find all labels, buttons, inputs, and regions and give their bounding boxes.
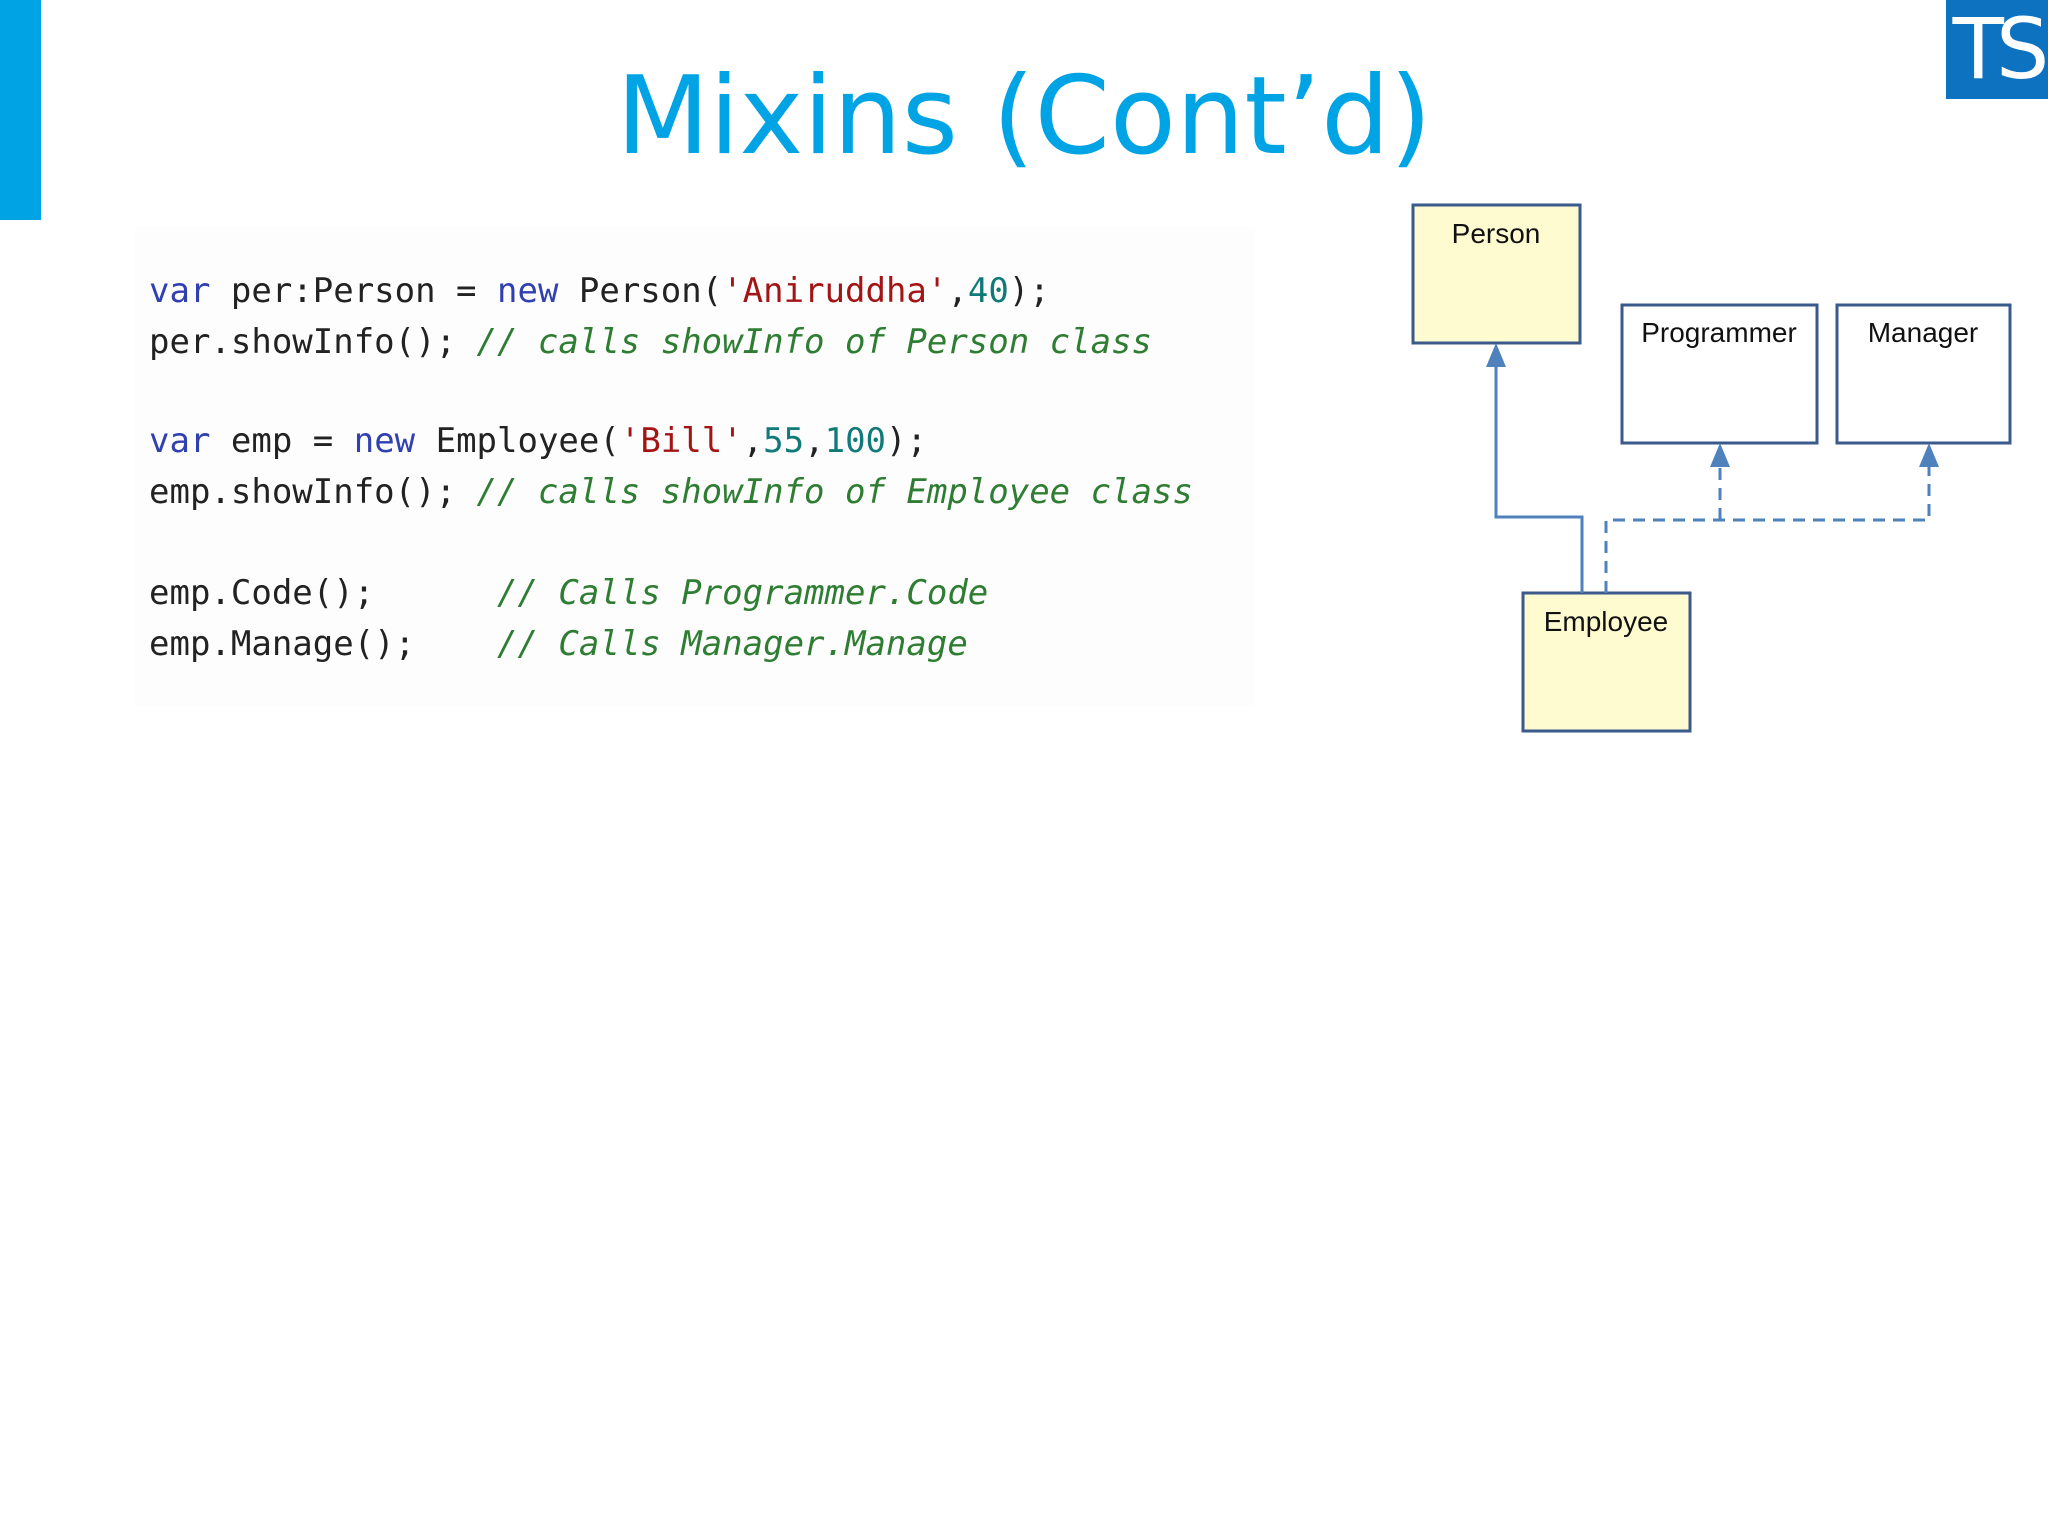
class-diagram: Person Programmer Manager Employee [1390,195,2030,755]
code-line-4: emp.showInfo(); // calls showInfo of Emp… [149,470,1193,514]
code-block: var per:Person = new Person('Aniruddha',… [135,227,1255,707]
code-comment: // Calls Manager.Manage [497,624,968,664]
code-comment: // calls showInfo of Employee class [476,472,1193,512]
code-token: new [497,271,559,311]
code-line-3: var emp = new Employee('Bill',55,100); [149,419,927,463]
code-token: emp.showInfo(); [149,472,477,512]
code-token: emp = [210,421,354,461]
code-token: 40 [967,271,1009,311]
class-diagram-svg: Person Programmer Manager Employee [1411,203,2012,733]
code-token: per:Person = [210,271,497,311]
code-token: 55 [763,421,805,461]
code-comment: // Calls Programmer.Code [497,573,989,613]
code-token: per.showInfo(); [149,322,477,362]
person-label: Person [1452,218,1541,249]
code-token: new [353,421,416,461]
code-line-2: per.showInfo(); // calls showInfo of Per… [149,320,1152,364]
code-token: , [804,421,825,461]
code-line-6: emp.Manage(); // Calls Manager.Manage [149,622,968,666]
mixin-arrowhead-icon [1919,443,1939,467]
employee-box [1521,591,1692,733]
code-token: emp.Code(); [149,573,497,613]
person-box [1411,203,1582,345]
code-token: 'Aniruddha' [722,271,948,311]
code-token: , [947,271,968,311]
inheritance-line-path [1494,357,1584,593]
code-token: , [742,421,764,461]
programmer-label: Programmer [1641,317,1797,348]
code-token: 100 [824,421,887,461]
code-token: var [149,271,211,311]
manager-label: Manager [1868,317,1979,348]
mixin-line-manager [1604,457,1931,593]
code-token: 'Bill' [619,421,743,461]
inheritance-line [1496,515,1584,593]
code-token: var [149,421,211,461]
code-token: ); [886,421,927,461]
code-token: ); [1008,271,1050,311]
inheritance-arrowhead-icon [1486,343,1506,367]
employee-label: Employee [1544,606,1669,637]
code-line-5: emp.Code(); // Calls Programmer.Code [149,571,988,615]
mixin-arrowhead-icon [1710,443,1730,467]
programmer-box [1620,303,1819,445]
manager-box [1835,303,2012,445]
code-token: emp.Manage(); [149,624,497,664]
typescript-logo-icon: TS [1946,0,2048,99]
accent-bar [0,0,41,220]
code-token: Person( [558,271,723,311]
code-token: Employee( [415,421,620,461]
slide-title: Mixins (Cont’d) [616,54,1432,179]
code-comment: // calls showInfo of Person class [476,322,1153,362]
code-line-1: var per:Person = new Person('Aniruddha',… [149,269,1050,313]
